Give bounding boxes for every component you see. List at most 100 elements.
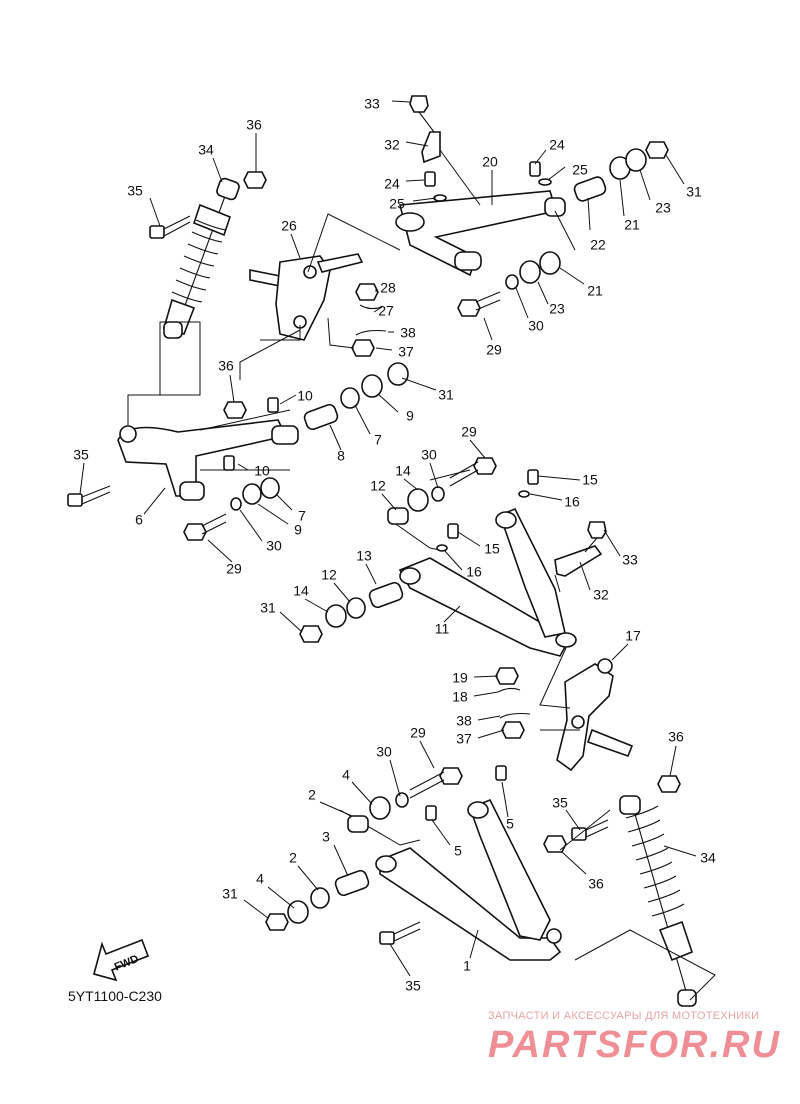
nut-36-left (223, 401, 247, 419)
knuckle-26 (249, 253, 364, 341)
callout-leader (212, 157, 223, 183)
lower-arm-6 (117, 419, 299, 501)
callout-number: 30 (266, 538, 282, 554)
callout-number: 37 (398, 344, 414, 360)
knuckle-17 (556, 658, 634, 772)
callout-leader (431, 819, 451, 846)
callout-number: 36 (588, 876, 604, 892)
callout-number: 34 (700, 850, 716, 866)
callout-number: 17 (625, 628, 641, 644)
callout-leader (665, 154, 685, 185)
callout-number: 25 (572, 162, 588, 178)
callout-leader (483, 317, 493, 341)
callout-number: 21 (624, 217, 640, 233)
upper-arm-20 (395, 190, 566, 277)
callout-number: 31 (686, 184, 702, 200)
callout-leader (207, 539, 233, 563)
watermark-logo: PARTSFOR.RU (488, 1024, 781, 1066)
callout-number: 12 (370, 478, 386, 494)
callout-leader (403, 478, 419, 491)
grease-fittings-5 (425, 765, 507, 821)
callout-leader (469, 439, 486, 459)
callout-leader (239, 509, 263, 542)
callout-leader (279, 611, 303, 633)
callout-leader (405, 179, 425, 182)
callout-number: 36 (246, 117, 262, 133)
callout-number: 36 (668, 729, 684, 745)
callout-leader (391, 100, 411, 103)
callout-number: 7 (298, 508, 306, 524)
callout-number: 31 (222, 886, 238, 902)
callout-number: 35 (73, 447, 89, 463)
callout-number: 32 (384, 137, 400, 153)
callout-number: 36 (218, 358, 234, 374)
callout-number: 37 (456, 731, 472, 747)
callout-leader (237, 463, 249, 471)
callout-leader (537, 475, 581, 481)
diagram-code: 5YT1100-C230 (68, 988, 162, 1004)
callout-number: 5 (454, 843, 462, 859)
upper-arm-11 (398, 507, 577, 657)
callout-number: 4 (342, 767, 350, 783)
callout-leader (290, 233, 301, 259)
callout-number: 24 (549, 137, 565, 153)
callout-number: 35 (127, 183, 143, 199)
callout-leader (405, 141, 429, 147)
grease-fittings-24 (424, 161, 541, 187)
callout-number: 2 (308, 787, 316, 803)
callout-number: 23 (655, 200, 671, 216)
callout-number: 30 (376, 744, 392, 760)
washers-16 (436, 490, 530, 552)
shock-absorber-upper (163, 177, 240, 339)
callout-number: 33 (364, 96, 380, 112)
callout-number: 29 (410, 725, 426, 741)
watermark-tagline: ЗАПЧАСТИ И АКСЕССУАРЫ ДЛЯ МОТОТЕХНИКИ (488, 1010, 760, 1022)
callout-number: 13 (356, 548, 372, 564)
callout-leader (619, 179, 625, 217)
callout-leader (149, 197, 161, 227)
callout-leader (537, 281, 549, 305)
callout-number: 14 (293, 583, 309, 599)
callout-leader (579, 561, 591, 591)
callout-number: 21 (587, 283, 603, 299)
callout-number: 30 (528, 318, 544, 334)
callout-number: 6 (135, 512, 143, 528)
pin-38-lower (499, 712, 531, 719)
callout-leader (267, 886, 295, 909)
callout-number: 29 (486, 342, 502, 358)
callout-number: 38 (400, 325, 416, 341)
callout-leader (469, 929, 479, 959)
callout-number: 10 (297, 388, 313, 404)
callout-number: 25 (389, 196, 405, 212)
callout-number: 35 (405, 978, 421, 994)
lower-arm-1 (375, 798, 562, 961)
callout-number: 20 (482, 154, 498, 170)
callout-number: 16 (564, 494, 580, 510)
callout-leader (534, 149, 547, 165)
callout-number: 28 (380, 280, 396, 296)
callout-number: 15 (484, 541, 500, 557)
bolt-35-lower (379, 921, 421, 945)
callout-leader (457, 531, 481, 547)
callout-leader (389, 943, 411, 977)
bracket-32-mid (554, 521, 607, 577)
pin-38-upper (355, 329, 387, 336)
callout-leader (669, 745, 677, 777)
callout-number: 9 (294, 522, 302, 538)
callout-number: 9 (406, 408, 414, 424)
bushings-7-8-9-31-left (183, 362, 409, 541)
callout-number: 12 (321, 567, 337, 583)
washers-25 (433, 178, 552, 202)
fwd-arrow-icon: FWD (93, 938, 150, 982)
callout-leader (333, 844, 349, 877)
callout-leader (243, 899, 269, 919)
callout-number: 27 (378, 303, 394, 319)
pin-18 (497, 687, 521, 693)
nut-36-upper-left (243, 171, 267, 189)
callout-number: 1 (463, 958, 471, 974)
shock-absorber-lower (619, 795, 697, 1007)
callout-number: 16 (466, 564, 482, 580)
callout-leader (377, 393, 399, 413)
